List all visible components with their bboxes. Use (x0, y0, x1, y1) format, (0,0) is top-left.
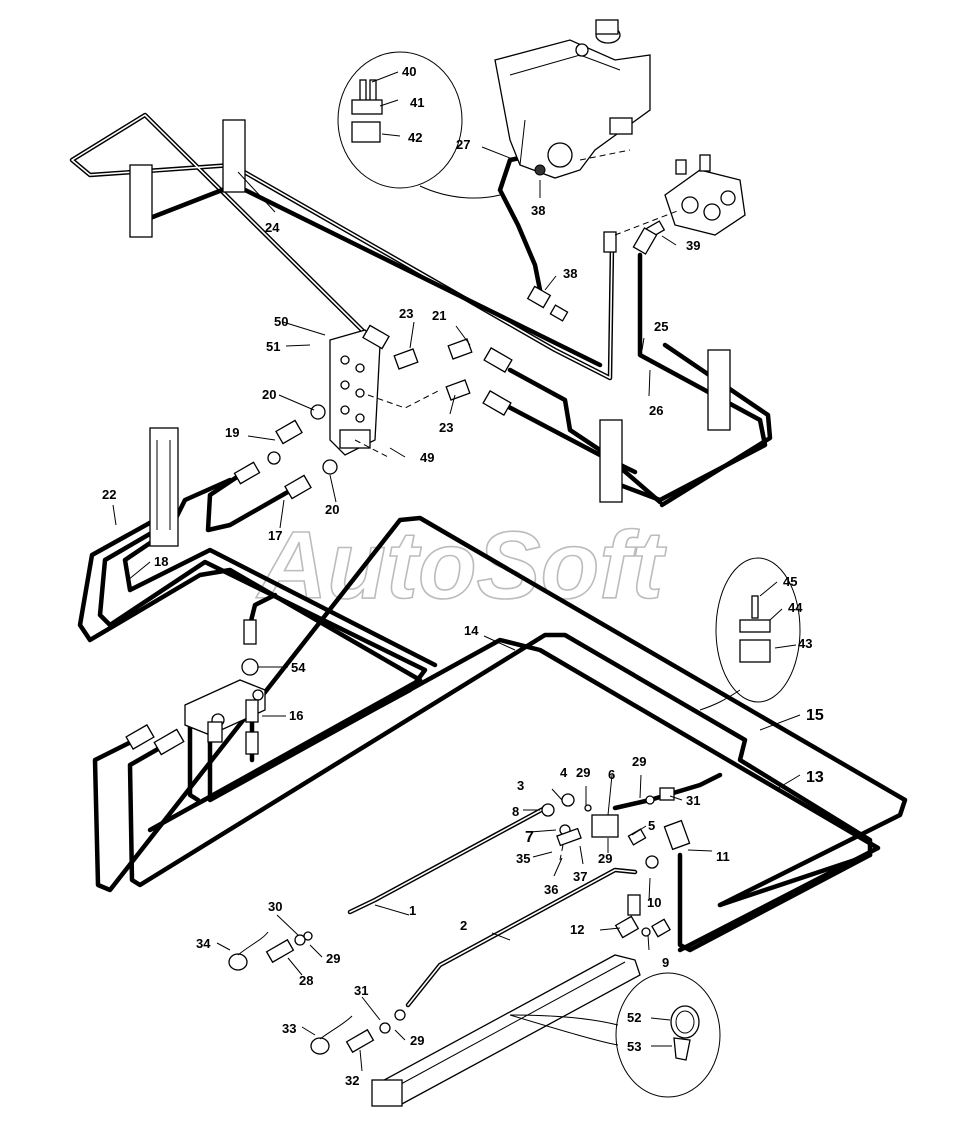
callout-8: 8 (512, 804, 519, 819)
callout-38a: 38 (531, 203, 545, 218)
tube-1 (347, 805, 548, 915)
manifold-plate (329, 329, 381, 456)
callout-49: 49 (420, 450, 434, 465)
callout-24: 24 (265, 220, 280, 235)
callout-45: 45 (783, 574, 797, 589)
callout-52: 52 (627, 1010, 641, 1025)
callout-29c: 29 (598, 851, 612, 866)
alignment-lines (354, 149, 681, 861)
callout-16: 16 (289, 708, 303, 723)
callout-34: 34 (196, 936, 211, 951)
callout-29a: 29 (576, 765, 590, 780)
callout-17: 17 (268, 528, 282, 543)
callout-labels: 1 2 3 4 5 6 7 8 9 10 11 12 13 14 15 16 1… (102, 64, 824, 1088)
callout-38b: 38 (563, 266, 577, 281)
detail-clamp-right (699, 557, 801, 711)
hose-14-15 (92, 515, 908, 953)
callout-31a: 31 (686, 793, 700, 808)
callout-26: 26 (649, 403, 663, 418)
clamp-bracket-top-left (129, 119, 246, 238)
leader-lines (112, 71, 801, 1072)
hose-13 (677, 852, 873, 953)
callout-3: 3 (517, 778, 524, 793)
callout-1: 1 (409, 903, 416, 918)
callout-36: 36 (544, 882, 558, 897)
callout-50: 50 (274, 314, 288, 329)
callout-37: 37 (573, 869, 587, 884)
callout-51: 51 (266, 339, 280, 354)
callout-35: 35 (516, 851, 530, 866)
callout-14: 14 (464, 623, 479, 638)
callout-31b: 31 (354, 983, 368, 998)
callout-5: 5 (648, 818, 655, 833)
hose-27 (497, 152, 543, 293)
callout-9: 9 (662, 955, 669, 970)
callout-39: 39 (686, 238, 700, 253)
callout-40: 40 (402, 64, 416, 79)
callout-6: 6 (608, 767, 615, 782)
callout-12: 12 (570, 922, 584, 937)
callout-20a: 20 (262, 387, 276, 402)
callout-22: 22 (102, 487, 116, 502)
callout-29d: 29 (326, 951, 340, 966)
callout-43: 43 (798, 636, 812, 651)
callout-23b: 23 (439, 420, 453, 435)
callout-25: 25 (654, 319, 668, 334)
hose-21-23-run (502, 367, 663, 505)
callout-44: 44 (788, 600, 803, 615)
callout-28: 28 (299, 973, 313, 988)
callout-30: 30 (268, 899, 282, 914)
hydraulic-tank (494, 19, 651, 179)
callout-23a: 23 (399, 306, 413, 321)
callout-15: 15 (806, 707, 824, 724)
clamp-bracket-right (599, 349, 731, 503)
callout-7: 7 (525, 829, 534, 846)
callout-54: 54 (291, 660, 306, 675)
callout-11: 11 (716, 849, 730, 864)
control-valve (642, 154, 746, 240)
callout-4: 4 (560, 765, 568, 780)
callout-27: 27 (456, 137, 470, 152)
callout-41: 41 (410, 95, 424, 110)
callout-32: 32 (345, 1073, 359, 1088)
detail-clamp-bottom (509, 972, 721, 1098)
callout-21: 21 (432, 308, 446, 323)
callout-19: 19 (225, 425, 239, 440)
hydraulic-cylinder (371, 954, 641, 1107)
callout-29b: 29 (632, 754, 646, 769)
callout-29e: 29 (410, 1033, 424, 1048)
callout-2: 2 (460, 918, 467, 933)
callout-13: 13 (806, 769, 824, 786)
callout-10: 10 (647, 895, 661, 910)
hose-24 (69, 112, 615, 381)
callout-18: 18 (154, 554, 168, 569)
detail-clamp-top (337, 51, 501, 199)
callout-20b: 20 (325, 502, 339, 517)
tube-2 (405, 867, 638, 1008)
callout-53: 53 (627, 1039, 641, 1054)
watermark-text: AutoSoft (256, 512, 667, 619)
callout-33: 33 (282, 1021, 296, 1036)
clamp-bracket-left (149, 427, 179, 547)
hose-31-29 (612, 772, 723, 811)
callout-42: 42 (408, 130, 422, 145)
fittings (125, 164, 691, 1055)
